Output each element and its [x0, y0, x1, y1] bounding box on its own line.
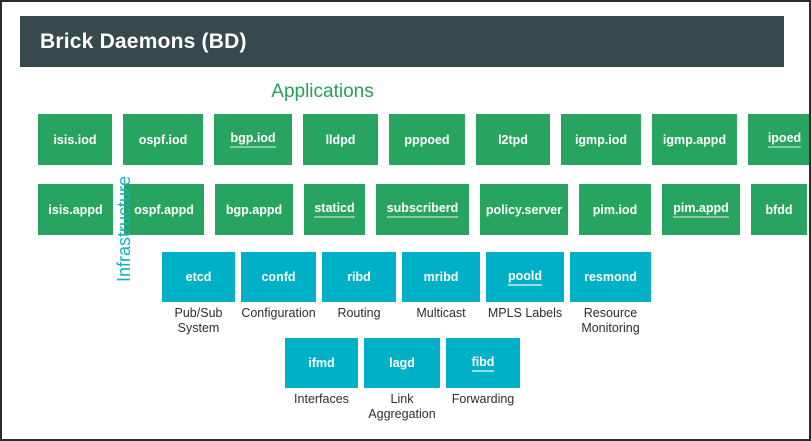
application-box[interactable]: bgp.appd: [215, 184, 293, 235]
application-box-label: subscriberd: [386, 201, 459, 218]
infrastructure-caption: Pub/Sub System: [174, 306, 223, 335]
header-bar: Brick Daemons (BD): [20, 16, 784, 67]
application-box-label: policy.server: [485, 202, 563, 217]
infrastructure-caption: Interfaces: [294, 392, 349, 406]
application-box[interactable]: lldpd: [303, 114, 378, 165]
application-box[interactable]: l2tpd: [476, 114, 550, 165]
application-box[interactable]: subscriberd: [376, 184, 469, 235]
infrastructure-caption: Multicast: [416, 306, 466, 320]
page-title: Brick Daemons (BD): [40, 29, 247, 53]
infrastructure-box-label: resmond: [584, 270, 637, 284]
infrastructure-box[interactable]: lagd: [364, 338, 440, 388]
infrastructure-box[interactable]: etcd: [162, 252, 235, 302]
application-box[interactable]: ospf.appd: [124, 184, 204, 235]
infrastructure-box-label: etcd: [185, 270, 212, 284]
infrastructure-caption: Forwarding: [451, 392, 515, 406]
application-box[interactable]: ipoed: [748, 114, 809, 165]
application-box-label: igmp.iod: [574, 132, 628, 147]
infrastructure-caption: Resource Monitoring: [581, 306, 640, 335]
application-box[interactable]: staticd: [304, 184, 365, 235]
applications-row-2: isis.appd ospf.appd bgp.appd staticd subscri…: [38, 184, 809, 235]
application-box-label: igmp.appd: [662, 132, 727, 147]
application-box-label: l2tpd: [498, 132, 528, 147]
application-box[interactable]: bfdd: [751, 184, 807, 235]
infrastructure-box[interactable]: poold: [486, 252, 564, 302]
applications-row-1: isis.iod ospf.iod bgp.iod lldpd pppoed l2tpd i…: [38, 114, 809, 165]
application-box[interactable]: isis.iod: [38, 114, 112, 165]
application-box[interactable]: igmp.appd: [652, 114, 737, 165]
application-box[interactable]: pim.appd: [662, 184, 740, 235]
application-box-label: pppoed: [404, 132, 450, 147]
infrastructure-box[interactable]: fibd: [446, 338, 520, 388]
application-box-label: ospf.appd: [134, 202, 194, 217]
application-box[interactable]: pppoed: [389, 114, 465, 165]
application-box[interactable]: pim.iod: [579, 184, 651, 235]
application-box-label: ipoed: [767, 131, 802, 148]
application-box-label: pim.iod: [592, 202, 638, 217]
infrastructure-caption: Link Aggregation: [368, 392, 436, 421]
infrastructure-box-label: confd: [261, 270, 296, 284]
infrastructure-box-label: poold: [507, 269, 542, 286]
infrastructure-box-label: ifmd: [308, 356, 335, 370]
infrastructure-box[interactable]: confd: [241, 252, 316, 302]
infrastructure-box-label: ribd: [347, 270, 371, 284]
application-box-label: staticd: [314, 201, 355, 218]
infrastructure-caption: MPLS Labels: [487, 306, 563, 320]
application-box-label: isis.appd: [48, 202, 103, 217]
application-box[interactable]: bgp.iod: [214, 114, 292, 165]
application-box-label: bgp.appd: [225, 202, 283, 217]
application-box-label: pim.appd: [673, 201, 729, 218]
application-box[interactable]: policy.server: [480, 184, 568, 235]
application-box-label: isis.iod: [53, 132, 97, 147]
application-box-label: bfdd: [765, 202, 793, 217]
infrastructure-caption: Configuration: [241, 306, 316, 320]
infrastructure-box[interactable]: resmond: [570, 252, 651, 302]
application-box[interactable]: ospf.iod: [123, 114, 203, 165]
infrastructure-box-label: lagd: [389, 356, 415, 370]
infrastructure-box-label: fibd: [471, 355, 495, 372]
application-box[interactable]: igmp.iod: [561, 114, 641, 165]
applications-section-title-text: Applications: [271, 81, 374, 102]
application-box-label: ospf.iod: [138, 132, 188, 147]
infrastructure-box-label: mribd: [423, 270, 459, 284]
infrastructure-box[interactable]: ribd: [322, 252, 396, 302]
infrastructure-section-title: Infrastructure: [114, 175, 134, 282]
infrastructure-box[interactable]: ifmd: [285, 338, 358, 388]
application-box[interactable]: isis.appd: [38, 184, 113, 235]
infrastructure-box[interactable]: mribd: [402, 252, 480, 302]
application-box-label: bgp.iod: [230, 131, 276, 148]
application-box-label: lldpd: [325, 132, 356, 147]
applications-section-title: Applications: [2, 81, 809, 103]
infrastructure-caption: Routing: [337, 306, 381, 320]
